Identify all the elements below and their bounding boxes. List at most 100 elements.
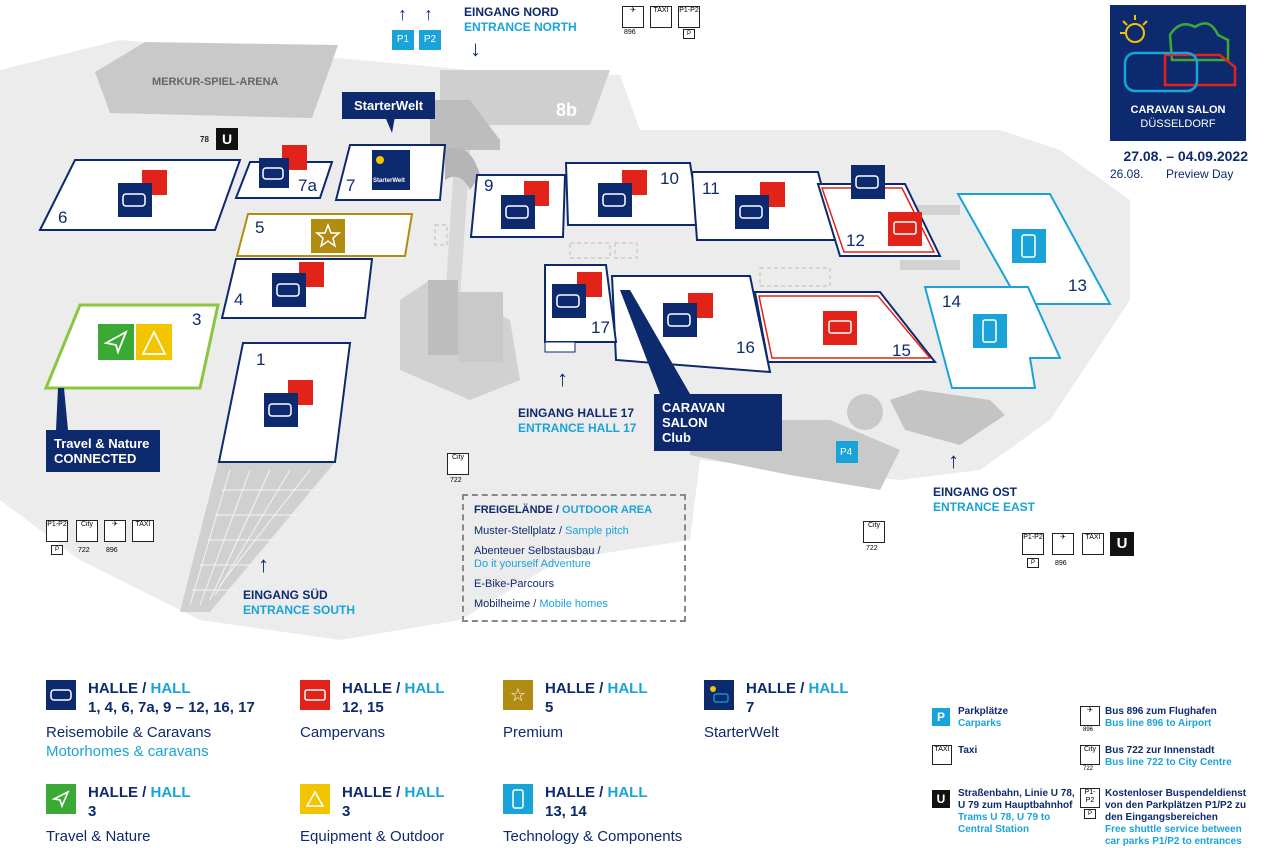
outdoor-item-de: E-Bike-Parcours xyxy=(474,578,555,590)
hall-4-label: 4 xyxy=(234,290,244,309)
entrance-east: EINGANG OST ENTRANCE EAST xyxy=(933,485,1035,515)
outdoor-area-box: FREIGELÄNDE / OUTDOOR AREA Muster-Stellp… xyxy=(462,494,686,622)
legend-hall: HALL xyxy=(607,680,648,697)
service-de: Parkplätze xyxy=(958,706,1009,717)
logo-graphic xyxy=(1120,15,1237,93)
legend-nums: 3 xyxy=(88,803,97,820)
legend-hall: HALL xyxy=(150,784,191,801)
outdoor-item-sep: / xyxy=(530,598,540,610)
entrance-east-en: ENTRANCE EAST xyxy=(933,500,1036,514)
outdoor-item-en: Sample pitch xyxy=(565,525,629,537)
legend-nums: 1, 4, 6, 7a, 9 – 12, 16, 17 xyxy=(88,699,255,716)
bus-number: 722 xyxy=(1083,766,1094,772)
arrow-up-icon: ↑ xyxy=(258,552,269,577)
outdoor-item-sep: / xyxy=(555,525,566,537)
legend-title: HALLE / HALL xyxy=(545,680,648,697)
tram-icon: U xyxy=(932,790,950,808)
service-de: Bus 722 zur Innenstadt xyxy=(1105,745,1215,756)
legend-title: HALLE / HALL xyxy=(746,680,849,697)
star-icon: ☆ xyxy=(503,680,533,710)
outdoor-item-de: Muster-Stellplatz xyxy=(474,525,556,537)
travel-nature-line1: Travel & Nature xyxy=(54,436,150,451)
club-callout: CARAVAN SALON Club xyxy=(654,394,782,451)
legend-halle: HALLE xyxy=(545,680,595,697)
shuttle-icon: P1-P2 xyxy=(46,520,68,542)
bus-number: 722 xyxy=(866,545,878,552)
parking-p2-badge: P2 xyxy=(419,30,441,50)
preview-label: Preview Day xyxy=(1166,167,1234,181)
hall-10-label: 10 xyxy=(660,169,679,188)
legend-desc: Travel & Nature xyxy=(46,828,151,845)
outdoor-item: Abenteuer Selbstausbau /Do it yourself A… xyxy=(474,545,674,571)
bus-number: 722 xyxy=(78,547,90,554)
entrance-north-de: EINGANG NORD xyxy=(464,5,559,19)
bus-city-icon: City xyxy=(1080,745,1100,765)
legend-desc: Equipment & Outdoor xyxy=(300,828,445,845)
legend-halle: HALLE xyxy=(545,784,595,801)
legend-nums: 3 xyxy=(342,803,351,820)
parking-small-icon: P xyxy=(1084,809,1096,819)
entrance-south-en: ENTRANCE SOUTH xyxy=(243,603,356,617)
hall-1-label: 1 xyxy=(256,350,266,369)
service-text: Kostenloser Buspendeldienst von den Park… xyxy=(1105,788,1255,848)
entrance-hall17-de: EINGANG HALLE 17 xyxy=(518,406,635,420)
arrow-icon xyxy=(46,784,76,814)
legend-halle: HALLE xyxy=(88,784,138,801)
legend-hall: HALL xyxy=(808,680,849,697)
club-line1: CARAVAN SALON xyxy=(662,400,726,430)
parking-small-icon: P xyxy=(51,545,63,555)
outdoor-item-de: Abenteuer Selbstausbau / xyxy=(474,545,601,557)
logo-line2: DÜSSELDORF xyxy=(1140,118,1216,130)
legend-desc: Premium xyxy=(503,724,564,741)
outdoor-title-de: FREIGELÄNDE xyxy=(474,504,553,516)
service-en: Bus line 896 to Airport xyxy=(1105,718,1212,729)
phone-icon xyxy=(503,784,533,814)
outdoor-item-en: Do it yourself Adventure xyxy=(474,558,591,570)
legend-title: HALLE / HALL xyxy=(545,784,648,801)
hall-16-label: 16 xyxy=(736,338,755,357)
parking-small-icon: P xyxy=(683,29,695,39)
bus-number: 896 xyxy=(624,29,636,36)
entrance-hall17-en: ENTRANCE HALL 17 xyxy=(518,421,637,435)
legend-halle: HALLE xyxy=(342,680,392,697)
hall-5-label: 5 xyxy=(255,218,265,237)
service-en: Trams U 78, U 79 to Central Station xyxy=(958,812,1051,835)
bus-number: 896 xyxy=(1083,727,1094,733)
outdoor-item: Muster-Stellplatz / Sample pitch xyxy=(474,525,674,538)
service-text: Taxi xyxy=(958,745,1078,757)
hall-3-label: 3 xyxy=(192,310,202,329)
entrance-east-de: EINGANG OST xyxy=(933,485,1018,499)
parking-icon: P xyxy=(932,708,950,726)
bus-number: 722 xyxy=(450,477,462,484)
outdoor-item: Mobilheime / Mobile homes xyxy=(474,598,674,611)
entrance-north: EINGANG NORD ENTRANCE NORTH xyxy=(464,5,577,35)
hall-7a-label: 7a xyxy=(298,176,317,195)
shuttle-icon: P1-P2 xyxy=(1022,533,1044,555)
club-line2: Club xyxy=(662,430,691,445)
bus-city-icon: City xyxy=(76,520,98,542)
campervan-icon xyxy=(300,680,330,710)
legend-desc: Campervans xyxy=(300,724,386,741)
logo-line1: CARAVAN SALON xyxy=(1130,104,1226,116)
legend-halle: HALLE xyxy=(746,680,796,697)
hall-7-label: 7 xyxy=(346,176,356,195)
service-de: Taxi xyxy=(958,745,978,756)
outdoor-title-en: OUTDOOR AREA xyxy=(562,504,653,516)
arrow-up-icon: ↑ xyxy=(948,448,959,473)
service-en: Carparks xyxy=(958,718,1002,729)
legend-nums: 5 xyxy=(545,699,554,716)
hall-9-label: 9 xyxy=(484,176,494,195)
service-text: Straßenbahn, Linie U 78, U 79 zum Hauptb… xyxy=(958,788,1076,836)
bus-airport-icon: ✈ xyxy=(622,6,644,28)
travel-nature-line2: CONNECTED xyxy=(54,451,137,466)
outdoor-item: E-Bike-Parcours xyxy=(474,578,674,591)
caravan-icon xyxy=(46,680,76,710)
taxi-icon: TAXI xyxy=(1082,533,1104,555)
hall-15-label: 15 xyxy=(892,341,911,360)
outdoor-title: FREIGELÄNDE / OUTDOOR AREA xyxy=(474,504,653,516)
legend-desc: StarterWelt xyxy=(704,724,779,741)
travel-nature-callout: Travel & Nature CONNECTED xyxy=(46,430,160,472)
tram-icon: U xyxy=(216,128,238,150)
bus-number: 896 xyxy=(106,547,118,554)
